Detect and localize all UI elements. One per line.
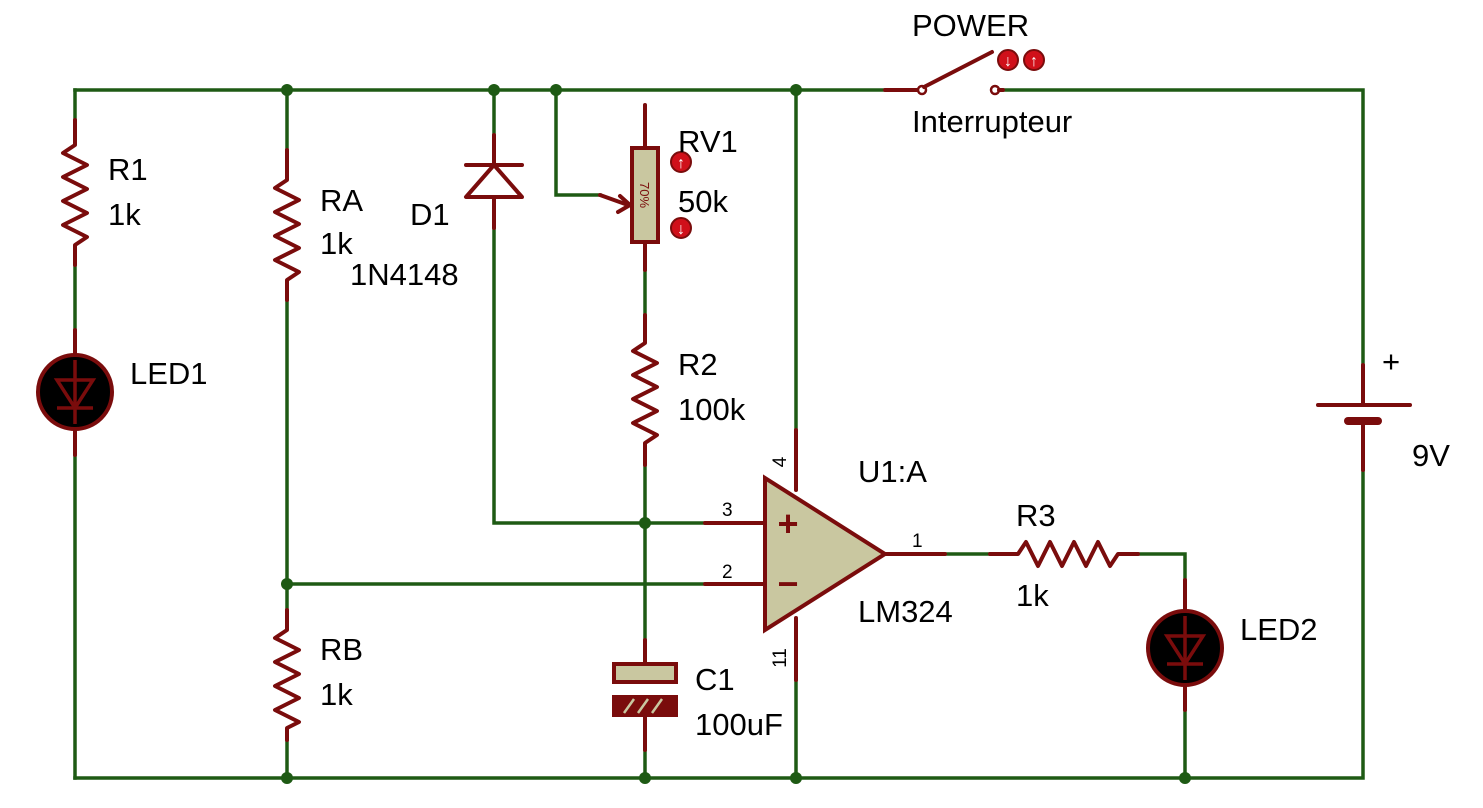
junction — [639, 517, 651, 529]
junction — [1179, 772, 1191, 784]
resistor-r1: R1 1k — [61, 118, 148, 267]
c1-value: 100uF — [695, 707, 783, 742]
u1-pin-gnd: 11 — [770, 648, 791, 668]
svg-text:↑: ↑ — [677, 155, 685, 172]
junctions — [281, 84, 1191, 784]
r3-value: 1k — [1016, 578, 1049, 613]
r2-ref: R2 — [678, 347, 718, 382]
wire-top-right — [998, 88, 1365, 367]
diode-d1: D1 1N4148 — [350, 133, 524, 292]
u1-pin-vcc: 4 — [770, 456, 791, 467]
u1-ref: U1:A — [858, 454, 927, 489]
opamp-u1: + − 4 11 3 2 1 U1:A LM324 — [703, 428, 953, 682]
ra-value: 1k — [320, 226, 353, 261]
rv1-wiper-percent: 70% — [637, 182, 652, 208]
rv1-value: 50k — [678, 184, 728, 219]
d1-ref: D1 — [410, 197, 450, 232]
potentiometer-rv1: 70% ↑ ↓ RV1 50k — [598, 103, 738, 272]
u1-minus-sign: − — [777, 563, 798, 604]
r1-ref: R1 — [108, 152, 148, 187]
u1-pin-out: 1 — [912, 531, 923, 552]
junction — [488, 84, 500, 96]
arrow-up-icon[interactable]: ↑ — [670, 151, 692, 173]
wire-r3-led2 — [1136, 552, 1187, 582]
battery-plus: + — [1382, 344, 1400, 379]
svg-text:↓: ↓ — [1004, 53, 1012, 70]
resistor-r2: R2 100k — [631, 313, 746, 467]
junction — [281, 578, 293, 590]
wire-rv1-wiper — [554, 88, 602, 197]
capacitor-c1: C1 100uF — [612, 638, 783, 752]
junction — [550, 84, 562, 96]
resistor-r3: R3 1k — [988, 498, 1140, 613]
arrow-down-icon[interactable]: ↓ — [997, 49, 1019, 71]
led2-ref: LED2 — [1240, 612, 1318, 647]
led2: LED2 — [1146, 578, 1318, 712]
wire-d1-noninv — [492, 226, 707, 525]
r2-value: 100k — [678, 392, 746, 427]
battery-value: 9V — [1412, 438, 1450, 473]
resistor-ra: RA 1k — [273, 148, 363, 302]
junction — [281, 84, 293, 96]
rb-ref: RB — [320, 632, 363, 667]
arrow-up-icon[interactable]: ↑ — [1023, 49, 1045, 71]
ra-ref: RA — [320, 183, 363, 218]
resistor-rb: RB 1k — [273, 608, 363, 742]
power-switch[interactable]: ↓ ↑ POWER Interrupteur — [883, 8, 1072, 139]
junction — [790, 772, 802, 784]
led1-ref: LED1 — [130, 356, 208, 391]
c1-ref: C1 — [695, 662, 735, 697]
junction — [639, 772, 651, 784]
arrow-down-icon[interactable]: ↓ — [670, 217, 692, 239]
battery-9v: + 9V — [1316, 344, 1450, 473]
junction — [790, 84, 802, 96]
u1-pin-inv: 2 — [722, 562, 733, 583]
led1: LED1 — [36, 328, 208, 457]
u1-plus-sign: + — [777, 503, 798, 544]
wire-bottom — [73, 468, 1365, 780]
u1-pin-noninv: 3 — [722, 500, 733, 521]
junction — [281, 772, 293, 784]
svg-text:↓: ↓ — [677, 221, 685, 238]
d1-value: 1N4148 — [350, 257, 459, 292]
r3-ref: R3 — [1016, 498, 1056, 533]
u1-value: LM324 — [858, 594, 953, 629]
r1-value: 1k — [108, 197, 141, 232]
rv1-ref: RV1 — [678, 124, 738, 159]
svg-text:↑: ↑ — [1030, 53, 1038, 70]
switch-type: Interrupteur — [912, 104, 1072, 139]
wires — [73, 88, 1365, 780]
rb-value: 1k — [320, 677, 353, 712]
switch-name: POWER — [912, 8, 1029, 43]
